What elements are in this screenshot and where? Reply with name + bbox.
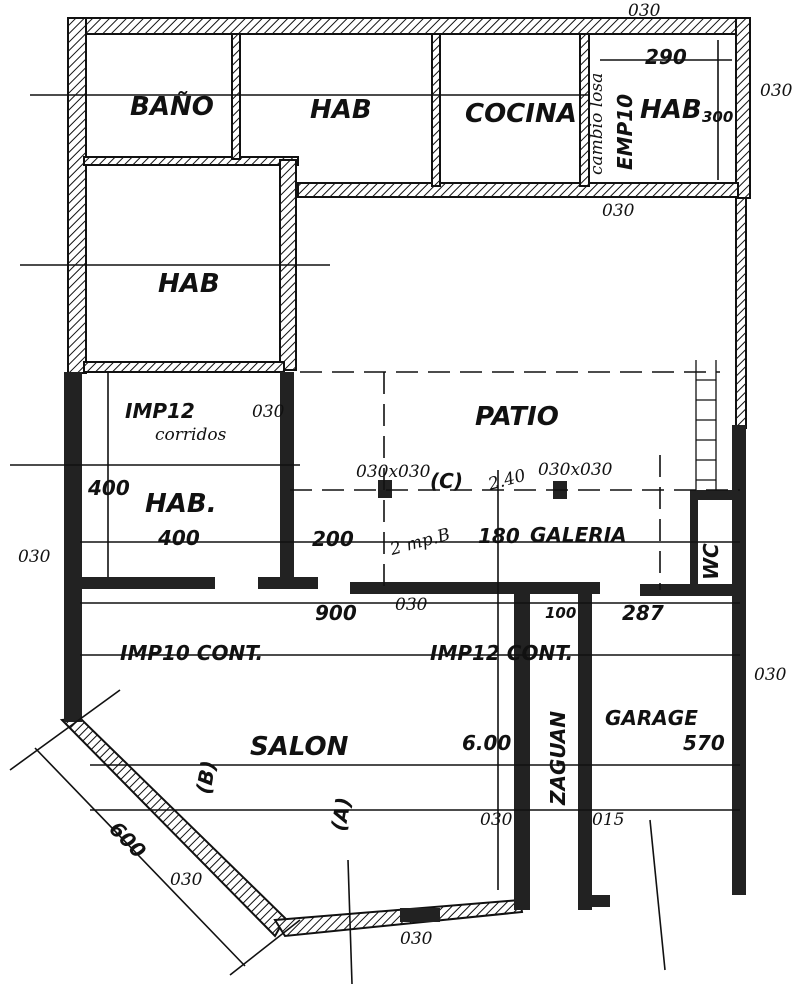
dim-left-030: 030 xyxy=(18,547,51,567)
dim-cocina-030: 030 xyxy=(602,201,635,221)
dim-hab-030: 030 xyxy=(252,402,285,422)
room-label-patio: PATIO xyxy=(475,402,559,432)
dim-180: 180 xyxy=(478,524,520,548)
solid-walls xyxy=(64,372,746,922)
room-label-galeria: GALERIA xyxy=(530,523,627,547)
note-imp10-cont: IMP10 CONT. xyxy=(120,641,263,665)
note-emp10: EMP10 xyxy=(613,94,637,170)
dimension-lines xyxy=(9,40,740,984)
dim-400-horizontal: 400 xyxy=(157,526,200,550)
note-section-b: (B) xyxy=(191,759,220,796)
dim-900: 900 xyxy=(315,601,357,625)
dim-galeria-030: 030 xyxy=(395,595,428,615)
room-label-hab-top: HAB xyxy=(310,95,372,125)
dim-bottom-030: 030 xyxy=(400,929,433,949)
dim-290: 290 xyxy=(645,45,687,69)
dim-015: 015 xyxy=(592,810,624,830)
dim-287: 287 xyxy=(622,601,664,625)
note-column-left: 030x030 xyxy=(356,462,431,482)
room-label-hab-mid: HAB. xyxy=(145,489,217,519)
dim-400-vertical: 400 xyxy=(87,476,130,500)
room-label-wc: WC xyxy=(699,543,723,580)
note-column-right: 030x030 xyxy=(538,460,613,480)
room-label-salon: SALON xyxy=(250,732,349,762)
note-imp12: IMP12 xyxy=(125,399,195,423)
room-label-hab-top-right: HAB xyxy=(640,95,702,125)
room-label-cocina: COCINA xyxy=(465,99,577,129)
note-mpb: 2 mp.B xyxy=(387,525,452,560)
note-section-a: (A) xyxy=(326,795,355,832)
dim-600-salon: 6.00 xyxy=(462,731,511,755)
dim-100: 100 xyxy=(545,604,576,622)
dim-570: 570 xyxy=(683,731,725,755)
room-label-zaguan: ZAGUAN xyxy=(546,711,570,806)
room-label-garage: GARAGE xyxy=(605,706,698,730)
note-corridos: corridos xyxy=(155,425,227,445)
room-label-bano: BAÑO xyxy=(130,90,214,122)
dim-600-diagonal: 600 xyxy=(104,817,151,864)
stair xyxy=(695,360,717,490)
note-section-c: (C) xyxy=(430,469,463,493)
note-imp12-cont: IMP12 CONT. xyxy=(430,641,573,665)
dim-right-030: 030 xyxy=(760,81,793,101)
dim-300: 300 xyxy=(702,108,733,126)
dim-top-030: 030 xyxy=(628,1,661,21)
note-cambio-losa: cambio losa xyxy=(587,73,607,175)
dim-diagonal-030: 030 xyxy=(170,870,203,890)
dim-right-side-030: 030 xyxy=(754,665,787,685)
dim-200: 200 xyxy=(312,527,354,551)
dim-zaguan-030: 030 xyxy=(480,810,513,830)
room-label-hab-left: HAB xyxy=(158,269,220,299)
